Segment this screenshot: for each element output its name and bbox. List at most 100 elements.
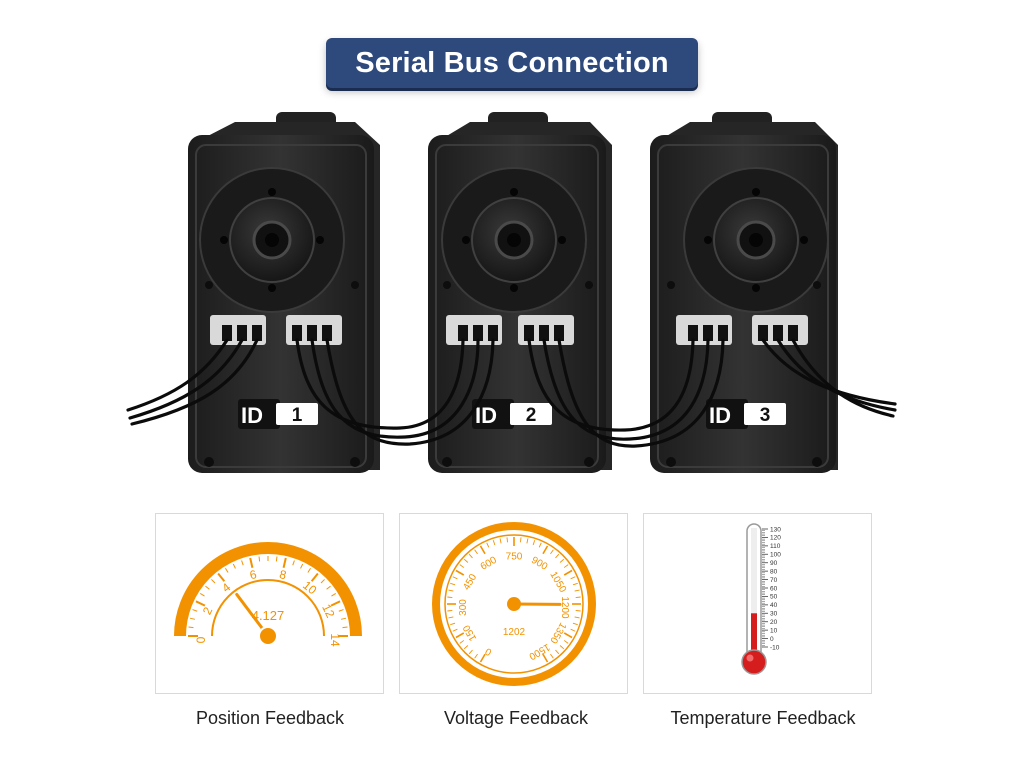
voltage-tick (452, 628, 458, 632)
position-tick (282, 557, 287, 568)
position-tick (310, 572, 319, 582)
position-tick (326, 585, 331, 590)
thermometer-tick-label: 0 (770, 636, 774, 643)
servo-2-id-number: 2 (526, 405, 537, 426)
voltage-tick (555, 649, 560, 655)
voltage-tick (447, 610, 453, 612)
thermometer-tick-label: 130 (770, 526, 781, 533)
position-feedback-caption: Position Feedback (195, 708, 345, 728)
position-tick (342, 626, 348, 629)
position-gauge-arc (174, 542, 362, 637)
position-reading: 4.127 (252, 608, 285, 623)
position-tick (241, 560, 244, 566)
servo-3-id-prefix: ID (709, 403, 731, 428)
position-tick-label: 8 (278, 567, 288, 582)
position-tick (211, 579, 216, 584)
servo-1: ID 1 (188, 112, 380, 473)
thermometer-tick-label: 70 (770, 577, 778, 584)
voltage-tick (468, 649, 473, 655)
voltage-tick (572, 622, 578, 626)
voltage-tick-label: 1500 (526, 641, 551, 662)
title-banner: Serial Bus Connection (326, 38, 698, 88)
voltage-tick (550, 549, 554, 555)
voltage-tick (542, 653, 549, 663)
thermometer-bulb-highlight (746, 654, 754, 662)
position-tick (195, 600, 206, 607)
voltage-feedback-caption: Voltage Feedback (443, 708, 589, 728)
voltage-tick (532, 540, 536, 546)
voltage-tick (570, 628, 576, 632)
servo-2-id-prefix: ID (475, 403, 497, 428)
voltage-gauge-rim (432, 522, 596, 686)
position-tick (258, 556, 261, 562)
thermometer-tick-label: -10 (770, 644, 780, 651)
voltage-tick (479, 653, 486, 663)
voltage-tick (542, 545, 549, 555)
servo-scene: ID 1 ID 2 (126, 112, 897, 473)
position-tick-label: 2 (200, 605, 216, 617)
voltage-tick (563, 632, 573, 639)
voltage-tick (455, 569, 465, 576)
voltage-gauge-ticks (447, 537, 581, 663)
servo-1-id-prefix: ID (241, 403, 263, 428)
voltage-tick-label: 0 (483, 645, 494, 658)
voltage-tick (559, 645, 565, 650)
voltage-tick (570, 576, 576, 580)
voltage-tick (574, 616, 580, 619)
position-tick (217, 572, 226, 582)
voltage-tick (463, 645, 469, 650)
position-gauge-ticks (188, 556, 348, 637)
thermometer-tick-label: 110 (770, 543, 781, 550)
temperature-feedback-caption: Temperature Feedback (670, 708, 856, 728)
voltage-tick (563, 640, 569, 644)
thermometer-tick-label: 90 (770, 560, 778, 567)
position-tick-label: 6 (248, 567, 258, 582)
servo-3: ID 3 (650, 112, 838, 473)
position-tick (330, 600, 341, 607)
bus-cables (126, 338, 897, 448)
thermometer-tick-label: 50 (770, 594, 778, 601)
position-tick (199, 593, 205, 597)
position-tick (341, 617, 347, 620)
servo-3-id-number: 3 (760, 405, 771, 426)
voltage-tick (499, 538, 502, 544)
voltage-tick-label: 1350 (547, 620, 568, 645)
voltage-tick (486, 542, 490, 548)
voltage-tick (559, 558, 565, 563)
position-tick-label: 10 (300, 578, 319, 597)
servo-2: ID 2 (428, 112, 612, 473)
voltage-tick (575, 610, 581, 612)
voltage-tick (538, 542, 542, 548)
voltage-tick (459, 640, 465, 644)
voltage-gauge-hub (507, 597, 521, 611)
banner-title: Serial Bus Connection (355, 46, 669, 79)
voltage-tick (506, 537, 508, 543)
voltage-tick (574, 589, 580, 592)
voltage-tick (450, 622, 456, 626)
position-gauge-hub (258, 626, 278, 646)
voltage-tick (474, 653, 478, 659)
voltage-tick (468, 553, 473, 559)
voltage-tick-label: 150 (461, 622, 479, 642)
voltage-tick (526, 538, 529, 544)
position-tick (331, 593, 337, 597)
thermometer-tick-label: 20 (770, 619, 778, 626)
voltage-tick (448, 616, 454, 619)
thermometer-tick-label: 120 (770, 535, 781, 542)
voltage-tick-label: 300 (458, 599, 469, 616)
voltage-gauge-inner-rim (444, 534, 584, 674)
position-tick (232, 563, 236, 569)
position-tick (307, 567, 311, 573)
thermometer-tick-label: 100 (770, 552, 781, 559)
position-tick (275, 556, 278, 562)
position-tick (320, 579, 325, 584)
voltage-tick (572, 582, 578, 586)
position-tick (205, 585, 210, 590)
position-tick (249, 557, 254, 568)
voltage-tick-label: 600 (479, 555, 499, 573)
